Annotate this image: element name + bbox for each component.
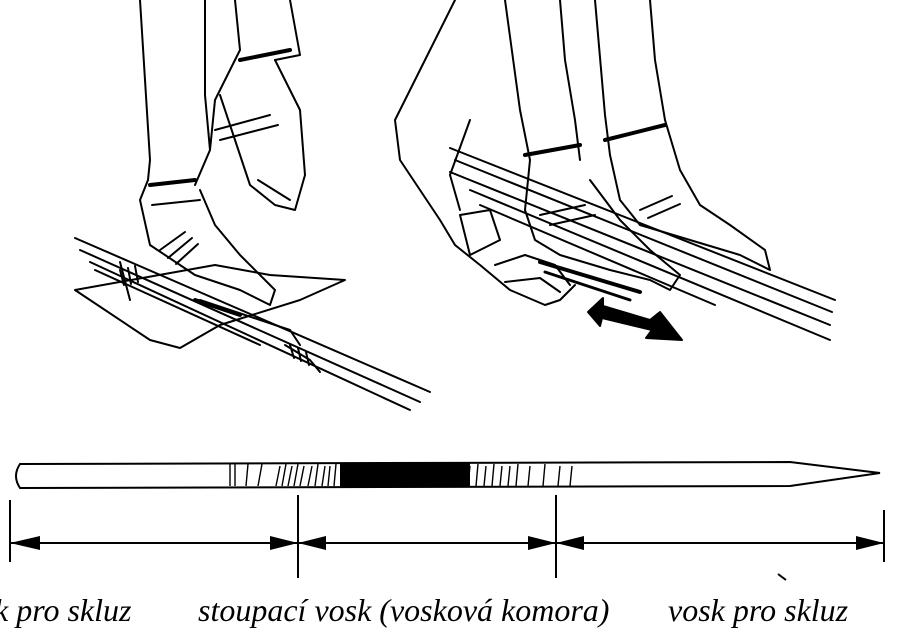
zone-label-glide-tip: vosk pro skluz	[668, 590, 848, 630]
ski-profile	[16, 462, 880, 488]
rub-direction-arrow-icon	[588, 298, 682, 340]
dimension-lines	[10, 495, 884, 578]
hand-rubbing-wax-illustration	[395, 0, 835, 340]
zone-label-grip-wax: stoupací vosk (vosková komora)	[198, 590, 609, 630]
zone-label-glide-tail: k pro skluz	[0, 590, 131, 630]
waxing-boots-on-ski-illustration	[75, 0, 430, 410]
